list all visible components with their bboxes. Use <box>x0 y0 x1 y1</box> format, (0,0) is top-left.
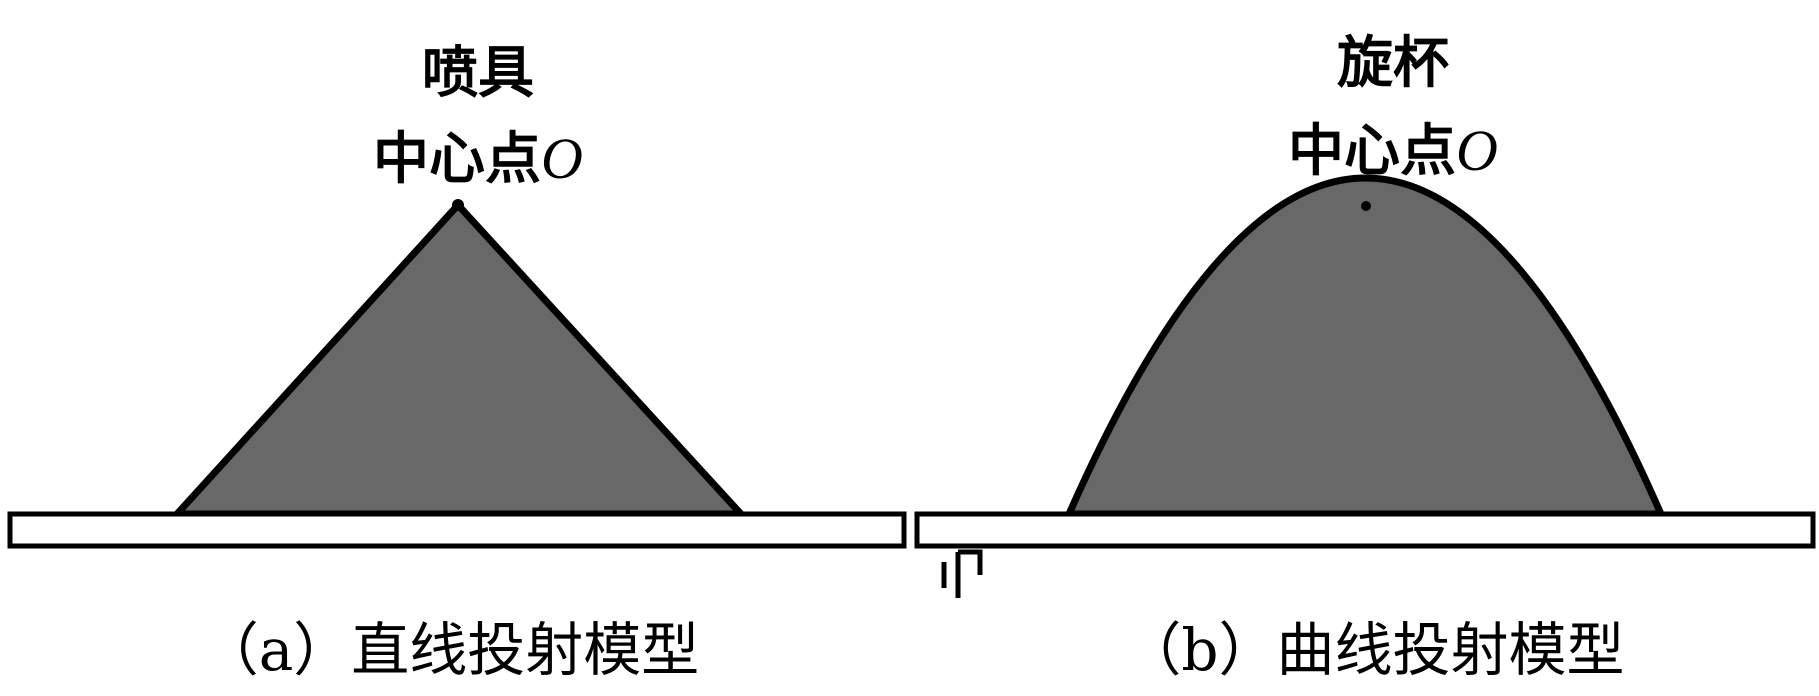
top-label-b: 旋杯 <box>1337 30 1449 96</box>
center-label-text-b: 中心点 <box>1288 118 1456 184</box>
center-label-b: 中心点O <box>1288 118 1498 184</box>
panel-b: 旋杯 中心点O （b）曲线投射模型 <box>914 30 1816 684</box>
center-point-b <box>1361 201 1371 211</box>
center-symbol-a: O <box>541 126 583 191</box>
center-point-a <box>452 199 464 211</box>
caption-b: （b）曲线投射模型 <box>1123 616 1624 684</box>
panel-a: 喷具 中心点O （a）直线投射模型 <box>7 40 907 684</box>
top-label-a: 喷具 <box>422 40 534 106</box>
center-label-text-a: 中心点 <box>373 126 541 192</box>
curve-projection-shape <box>1065 174 1665 518</box>
stray-mark-icon <box>941 549 983 598</box>
base-plate-b <box>914 511 1816 549</box>
base-plate-a <box>7 511 907 549</box>
center-symbol-b: O <box>1456 118 1498 183</box>
triangle-projection-shape <box>173 201 745 518</box>
caption-a: （a）直线投射模型 <box>201 616 700 684</box>
center-label-a: 中心点O <box>373 126 583 192</box>
